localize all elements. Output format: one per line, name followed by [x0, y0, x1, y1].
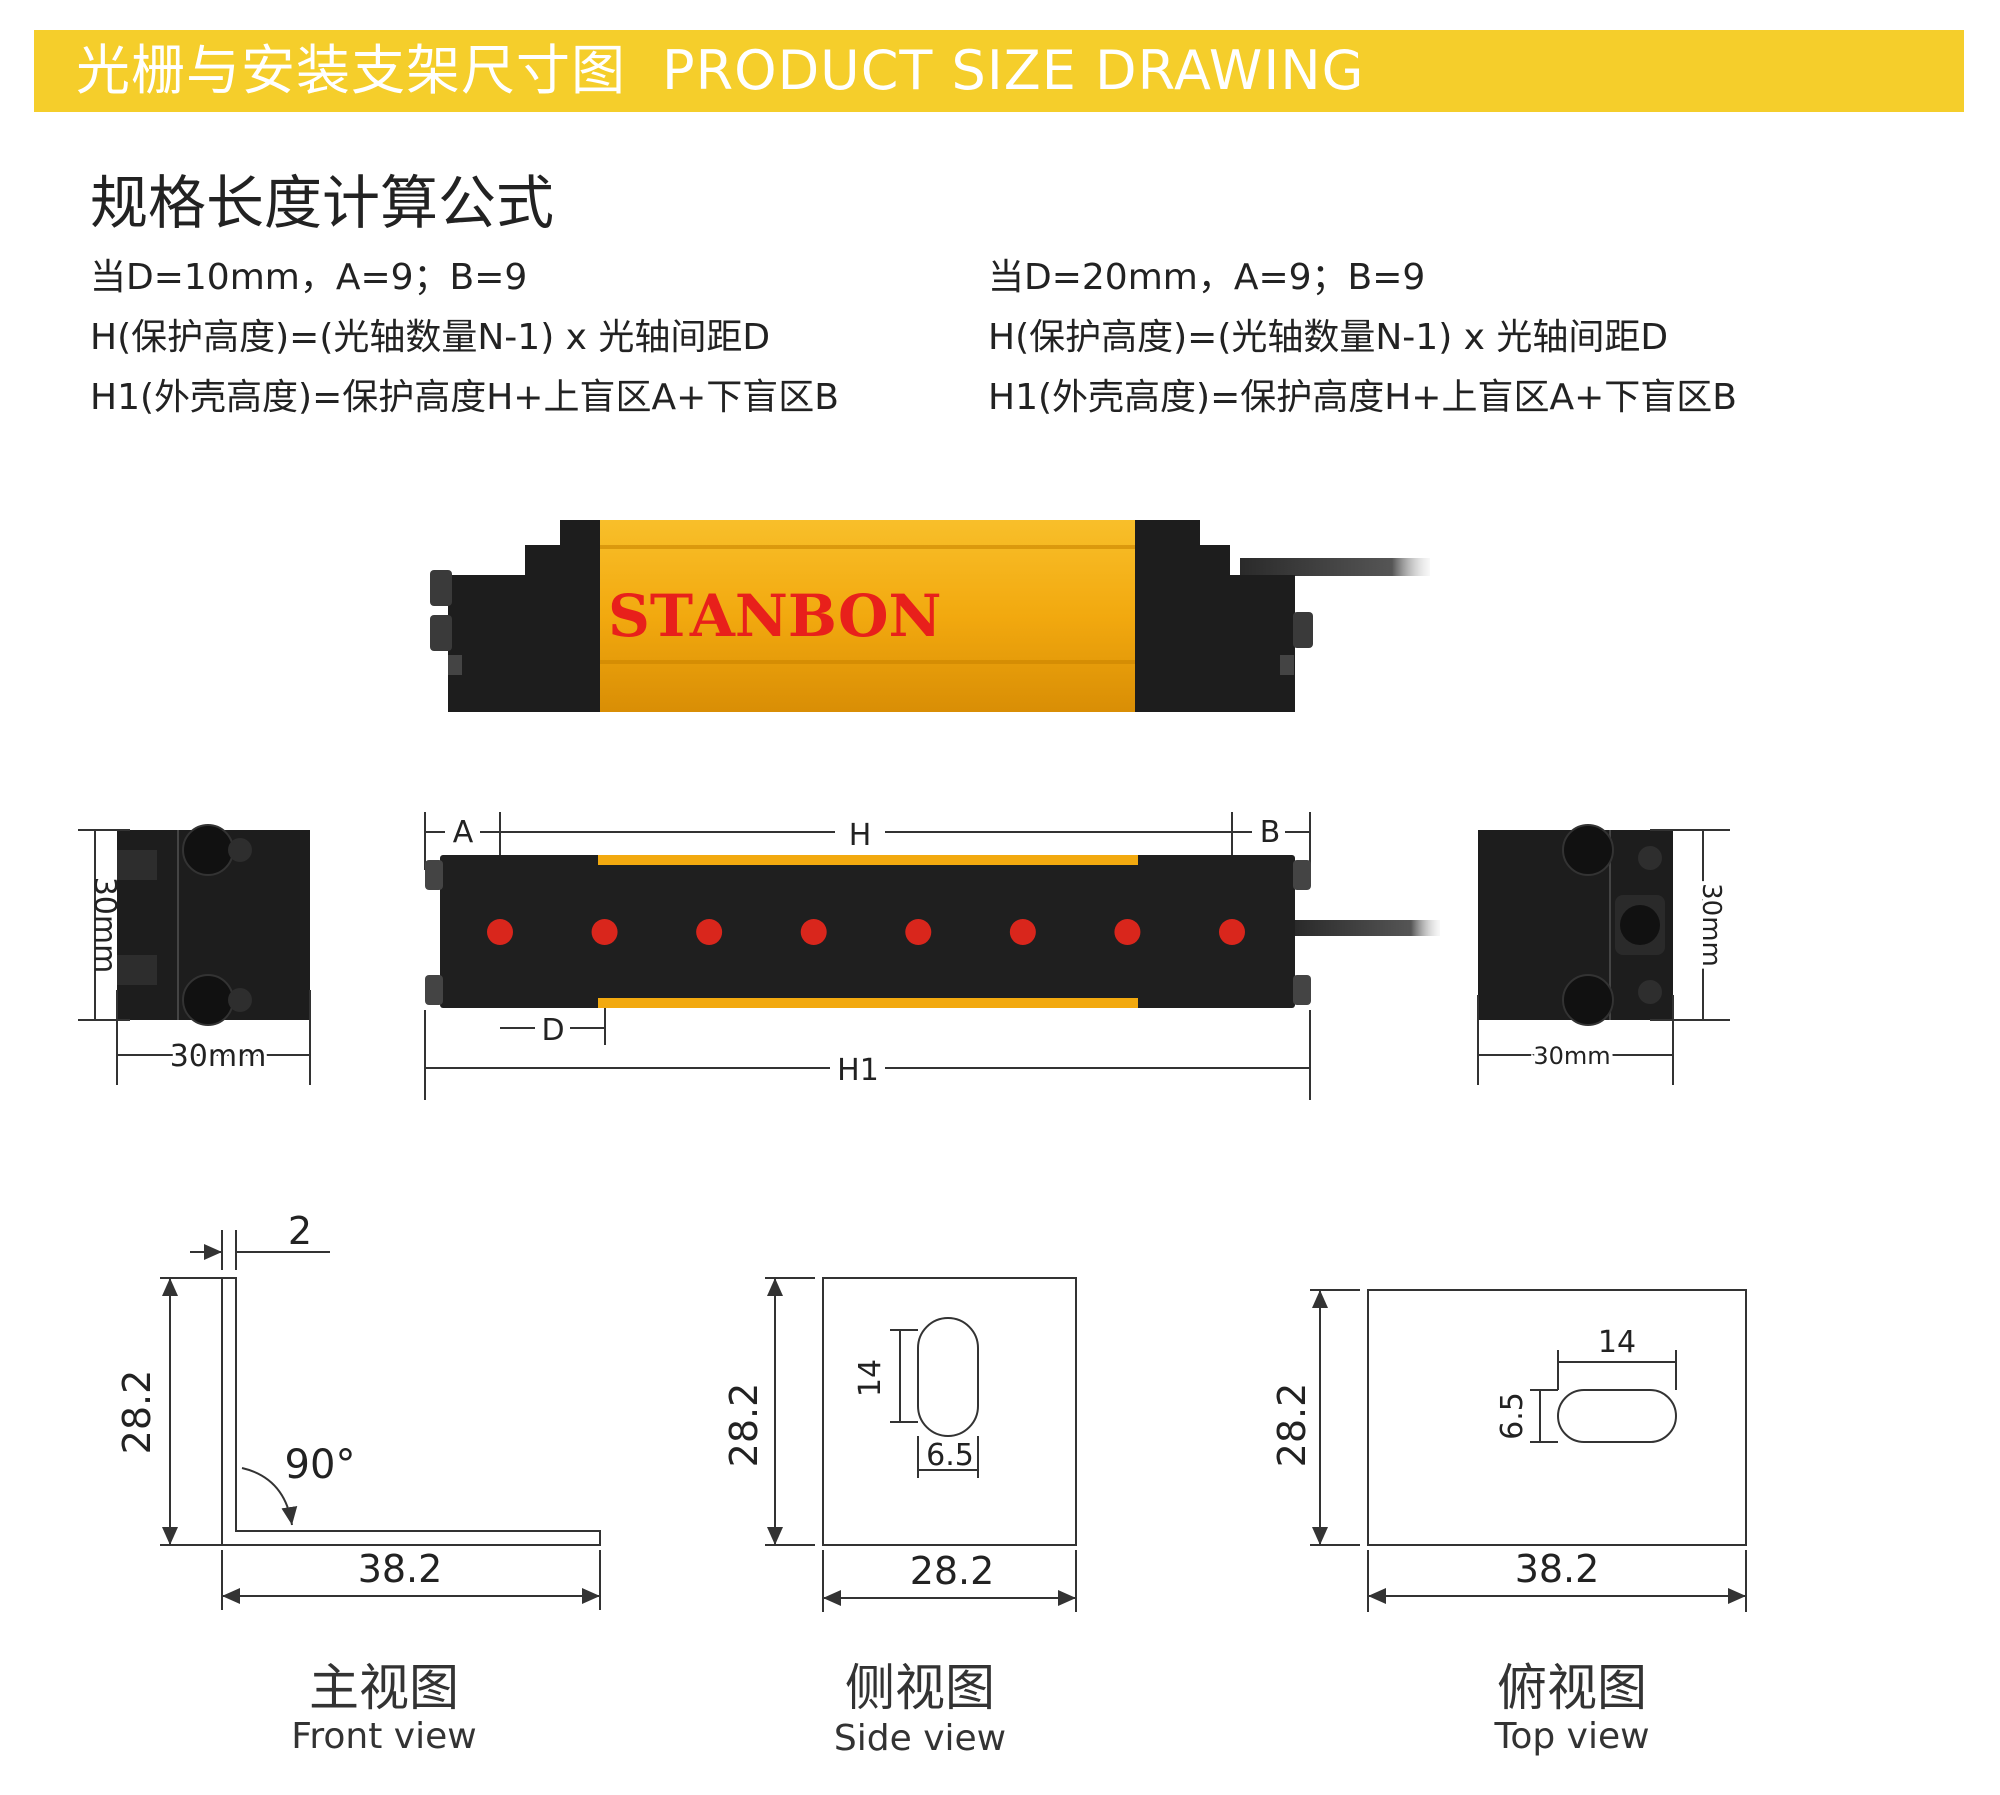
top-view-caption-en: Top view — [1494, 1716, 1650, 1757]
bracket-thickness-label: 2 — [288, 1209, 312, 1253]
bracket-angle-label: 90° — [285, 1442, 356, 1488]
front-view-caption-en: Front view — [291, 1716, 477, 1757]
photo-brand-label: STANBON — [608, 582, 942, 650]
photo-left-knob-top — [430, 570, 452, 606]
beam-point — [487, 919, 513, 945]
dim-b-label: B — [1260, 815, 1281, 850]
beam-point — [591, 919, 618, 945]
bracket-side-view — [765, 1277, 1077, 1612]
side-slot — [917, 1317, 979, 1437]
photo-cable — [1240, 558, 1430, 576]
photo-right-knob-top — [1293, 612, 1313, 648]
formula-left-line1: 当D=10mm，A=9；B=9 — [90, 257, 528, 298]
bracket-top-view — [1310, 1289, 1747, 1612]
product-photo: STANBON — [430, 520, 1430, 712]
header-title: 光栅与安装支架尺寸图 PRODUCT SIZE DRAWING — [76, 30, 1401, 112]
top-slot-length-label: 14 — [1598, 1325, 1636, 1360]
front-gold-strip-bottom — [598, 998, 1138, 1008]
formula-right-line2: H(保护高度)=(光轴数量N-1) x 光轴间距D — [988, 317, 1669, 358]
dim-h-label: H — [849, 818, 872, 853]
photo-left-cap — [448, 520, 605, 712]
side-height-label: 28.2 — [722, 1383, 766, 1468]
left-end-view: 30mm 30mm — [78, 824, 311, 1085]
front-elevation — [424, 812, 1311, 1100]
side-view-caption-en: Side view — [833, 1718, 1007, 1759]
top-slot — [1557, 1389, 1677, 1443]
side-slot-length-label: 14 — [853, 1359, 888, 1397]
formula-left-line2: H(保护高度)=(光轴数量N-1) x 光轴间距D — [90, 317, 771, 358]
bracket-side-labels: 28.2 14 6.5 28.2 — [722, 1359, 994, 1593]
photo-left-knob-bottom — [430, 615, 452, 651]
formula-left: 当D=10mm，A=9；B=9 H(保护高度)=(光轴数量N-1) x 光轴间距… — [90, 248, 839, 428]
side-slot-width-label: 6.5 — [926, 1438, 974, 1473]
formula-right-line3: H1(外壳高度)=保护高度H+上盲区A+下盲区B — [988, 377, 1737, 418]
top-slot-width-label: 6.5 — [1495, 1392, 1530, 1440]
photo-left-tab — [448, 655, 462, 675]
front-elevation-labels: A H B D H1 — [453, 815, 1281, 1088]
side-view-caption-cn: 侧视图 — [845, 1659, 995, 1717]
front-gold-strip-top — [598, 855, 1138, 865]
beam-point — [1219, 919, 1245, 945]
bracket-front-view — [160, 1230, 601, 1610]
header-title-cn: 光栅与安装支架尺寸图 — [76, 39, 626, 102]
bracket-front-labels: 2 28.2 90° 38.2 — [115, 1209, 442, 1591]
bracket-top-labels: 28.2 14 6.5 38.2 — [1270, 1325, 1636, 1591]
beam-point — [800, 919, 827, 945]
photo-gold-groove-top — [600, 545, 1140, 549]
dim-a-label: A — [453, 815, 474, 850]
formula-title: 规格长度计算公式 — [90, 169, 555, 237]
beam-points — [487, 919, 1245, 945]
left-end-height-label: 30mm — [87, 877, 122, 974]
beam-point — [1114, 919, 1141, 945]
beam-point — [696, 919, 723, 945]
beam-point — [905, 919, 932, 945]
beam-point — [1009, 919, 1036, 945]
right-end-height-label: 30mm — [1696, 883, 1726, 967]
formula-left-line3: H1(外壳高度)=保护高度H+上盲区A+下盲区B — [90, 377, 839, 418]
bracket-length-label: 38.2 — [358, 1547, 443, 1591]
left-end-width-label: 30mm — [170, 1039, 267, 1074]
photo-right-tab — [1280, 655, 1294, 675]
header-banner: 光栅与安装支架尺寸图 PRODUCT SIZE DRAWING — [34, 30, 1964, 112]
photo-gold-groove-bottom — [600, 660, 1140, 664]
formula-right: 当D=20mm，A=9；B=9 H(保护高度)=(光轴数量N-1) x 光轴间距… — [988, 248, 1737, 428]
dim-d-label: D — [541, 1013, 564, 1048]
side-width-label: 28.2 — [910, 1549, 995, 1593]
photo-gold-housing — [600, 520, 1140, 712]
dim-h1-label: H1 — [837, 1053, 879, 1088]
right-end-view: 30mm 30mm — [1477, 824, 1730, 1085]
top-height-label: 28.2 — [1270, 1383, 1314, 1468]
formula-right-line1: 当D=20mm，A=9；B=9 — [988, 257, 1426, 298]
photo-right-cap — [1135, 520, 1295, 712]
top-length-label: 38.2 — [1515, 1547, 1600, 1591]
top-view-caption-cn: 俯视图 — [1497, 1659, 1647, 1717]
bracket-height-label: 28.2 — [115, 1370, 159, 1455]
front-elevation-body — [425, 855, 1440, 1008]
header-title-en: PRODUCT SIZE DRAWING — [662, 39, 1365, 102]
front-view-caption-cn: 主视图 — [309, 1659, 459, 1717]
right-end-width-label: 30mm — [1533, 1042, 1610, 1070]
